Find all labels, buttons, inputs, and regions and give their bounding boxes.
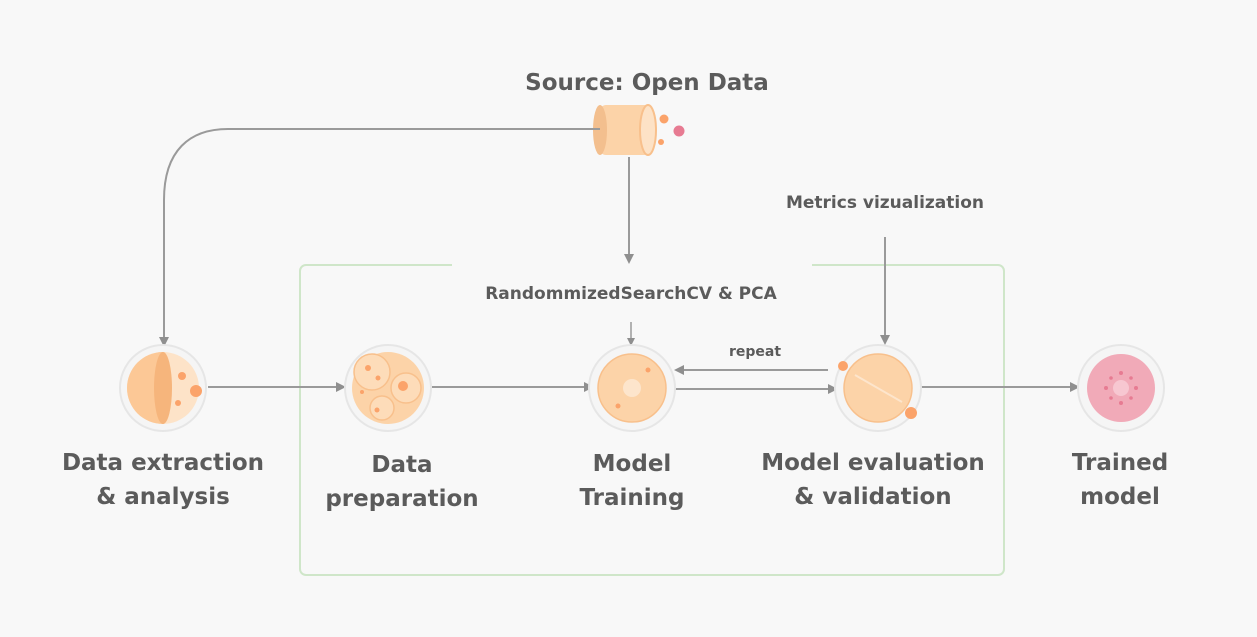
source-to-extraction-arrow xyxy=(159,128,600,347)
database-icon xyxy=(593,104,685,156)
stage-label-trained-model: Trained model xyxy=(1040,446,1200,514)
stage-label-line: preparation xyxy=(325,486,479,512)
search-label: RandommizedSearchCV & PCA xyxy=(485,284,777,304)
stage-label-line: Training xyxy=(579,485,685,511)
stage-label-model-evaluation: Model evaluation & validation xyxy=(748,446,998,514)
stage-label-line: Model xyxy=(592,451,672,477)
stage-label-line: & analysis xyxy=(96,484,230,510)
metrics-label: Metrics vizualization xyxy=(785,193,985,213)
stage-label-line: Data xyxy=(371,452,433,478)
repeat-label: repeat xyxy=(728,344,782,360)
stage-label-line: & validation xyxy=(794,484,952,510)
data-preparation-icon xyxy=(344,344,432,432)
stage-label-line: Model evaluation xyxy=(761,450,985,476)
stage-label-data-extraction: Data extraction & analysis xyxy=(40,446,286,514)
box-label-gap xyxy=(452,262,812,269)
stage-label-line: Trained xyxy=(1071,450,1169,476)
source-title: Source: Open Data xyxy=(525,70,769,96)
stage-label-line: Data extraction xyxy=(61,450,265,476)
stage-label-model-training: Model Training xyxy=(532,447,732,515)
trained-model-icon xyxy=(1077,344,1165,432)
stage-label-data-preparation: Data preparation xyxy=(302,448,502,516)
data-extraction-icon xyxy=(119,344,207,432)
model-evaluation-icon xyxy=(834,344,922,432)
model-training-icon xyxy=(588,344,676,432)
stage-label-line: model xyxy=(1080,484,1160,510)
